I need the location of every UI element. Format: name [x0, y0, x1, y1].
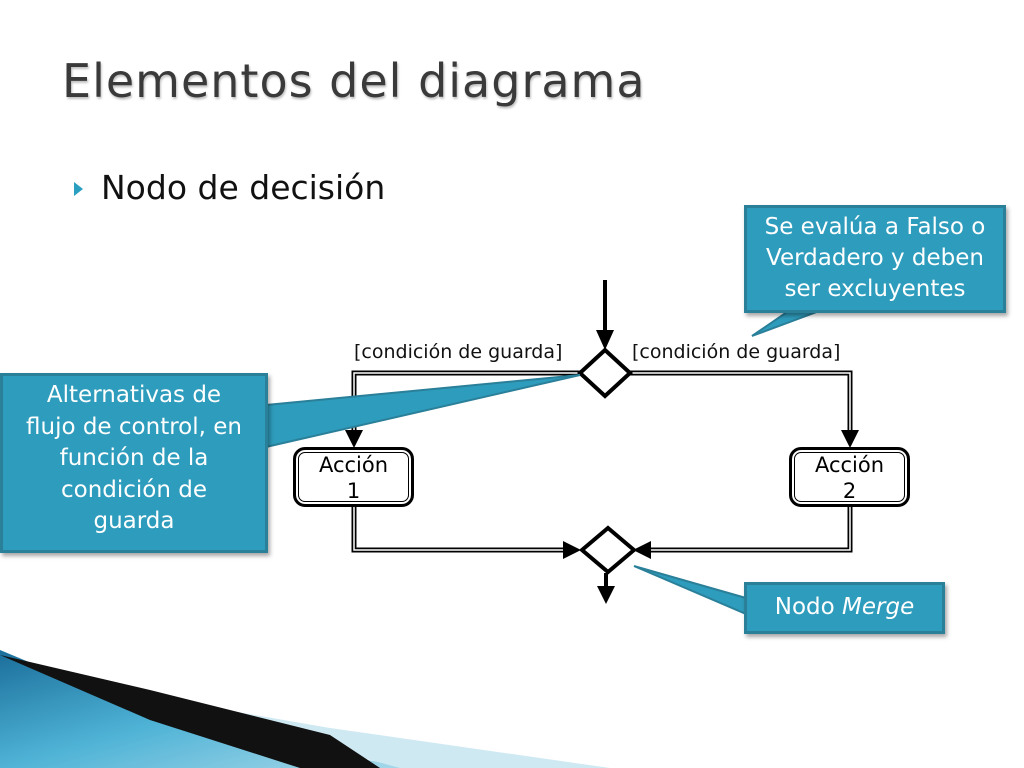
- triangle-right-icon: [74, 181, 83, 196]
- callout-alternatives-line-4: condición de: [60, 476, 208, 503]
- action1-to-merge-flow: [351, 507, 565, 553]
- action-2-line-2: 2: [842, 479, 857, 503]
- guard-label-right: [condición de guarda]: [632, 341, 841, 363]
- bullet-item: Nodo de decisión: [74, 168, 385, 207]
- action-2-line-1: Acción: [814, 453, 885, 477]
- swoosh-dark: [0, 655, 380, 768]
- arrowhead-incoming: [596, 330, 614, 350]
- diamond-merge-icon: [578, 525, 638, 575]
- arrowhead-left-branch: [345, 430, 363, 448]
- callout-alternatives: Alternativas de flujo de control, en fun…: [0, 373, 268, 553]
- callout-alternatives-line-1: Alternativas de: [46, 382, 222, 408]
- callout-merge-emphasis: Merge: [842, 594, 915, 620]
- swoosh-blue: [0, 650, 420, 768]
- arrowhead-right-branch: [841, 430, 859, 448]
- callout-evaluation-line-2: Verdadero y deben: [766, 245, 984, 271]
- action-1-line-1: Acción: [318, 453, 389, 477]
- arrowhead-outgoing: [597, 586, 615, 604]
- callout-alternatives-line-5: guarda: [93, 508, 175, 534]
- callout-evaluation-line-1: Se evalúa a Falso o: [764, 214, 986, 240]
- callout-merge-prefix: Nodo: [774, 594, 843, 620]
- left-callout-pointer: [265, 374, 581, 449]
- merge-callout-pointer: [633, 565, 747, 616]
- slide-title: Elementos del diagrama: [62, 54, 646, 108]
- action2-to-merge-flow: [648, 507, 853, 553]
- bullet-text: Nodo de decisión: [101, 168, 386, 207]
- callout-alternatives-line-2: flujo de control, en: [26, 413, 242, 440]
- action-1-line-2: 1: [346, 479, 361, 503]
- callout-alternatives-line-3: función de la: [59, 445, 209, 471]
- action-node-1: Acción 1: [293, 447, 414, 507]
- right-branch-flow: [630, 370, 853, 432]
- diamond-decision-icon: [577, 347, 633, 399]
- action-node-2: Acción 2: [789, 447, 910, 507]
- swoosh-light: [110, 690, 610, 768]
- top-callout-pointer: [751, 309, 823, 337]
- arrowhead-into-merge-left: [563, 541, 581, 559]
- guard-label-left: [condición de guarda]: [354, 341, 563, 363]
- callout-merge-node: Nodo Merge: [744, 582, 945, 634]
- arrowhead-into-merge-right: [633, 541, 651, 559]
- callout-evaluation-line-3: ser excluyentes: [784, 276, 966, 302]
- callout-evaluation: Se evalúa a Falso o Verdadero y deben se…: [744, 205, 1006, 313]
